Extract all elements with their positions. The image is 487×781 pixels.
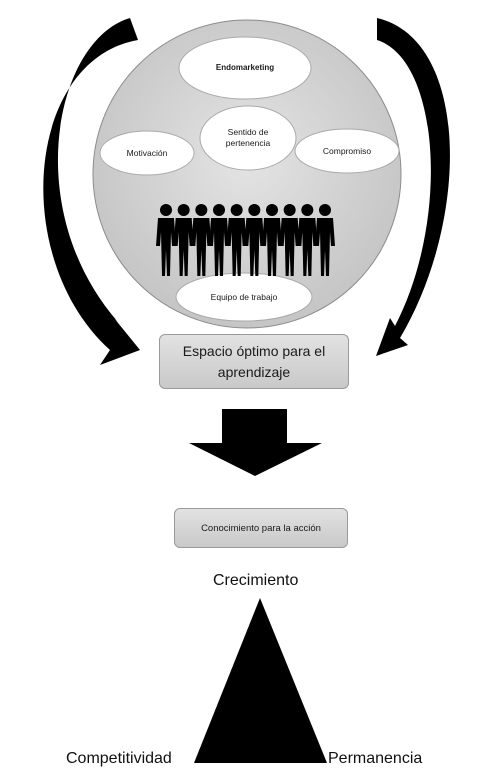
left-curved-arrow	[43, 18, 140, 365]
learning-space-box: Espacio óptimo para el aprendizaje	[159, 334, 349, 389]
label-endomarketing: Endomarketing	[215, 62, 275, 72]
person-silhouette	[262, 204, 282, 276]
growth-triangle	[194, 598, 327, 763]
label-crecimiento: Crecimiento	[213, 572, 299, 589]
person-silhouette	[226, 204, 247, 276]
person-silhouette	[156, 204, 176, 276]
team-people-group	[156, 204, 335, 276]
oval-equipo	[175, 272, 313, 322]
oval-pertenencia	[199, 105, 297, 171]
person-silhouette	[209, 204, 229, 276]
label-motivacion: Motivación	[126, 148, 168, 158]
oval-compromiso	[294, 128, 400, 174]
oval-motivacion	[99, 130, 195, 176]
down-block-arrow	[189, 409, 322, 476]
person-silhouette	[191, 204, 212, 276]
person-silhouette	[173, 204, 194, 276]
label-competitividad: Competitividad	[66, 750, 172, 767]
label-equipo: Equipo de trabajo	[210, 292, 278, 302]
label-compromiso: Compromiso	[322, 146, 372, 156]
person-silhouette	[315, 204, 335, 276]
right-curved-arrow	[376, 18, 450, 356]
oval-endomarketing	[178, 36, 312, 100]
label-permanencia: Permanencia	[328, 750, 423, 767]
label-pertenencia: Sentido de pertenencia	[225, 127, 271, 148]
person-silhouette	[297, 204, 318, 276]
learning-space-label: Espacio óptimo para el aprendizaje	[182, 342, 326, 380]
person-silhouette	[279, 204, 300, 276]
person-silhouette	[244, 204, 265, 276]
knowledge-box: Conocimiento para la acción	[174, 508, 348, 548]
knowledge-label: Conocimiento para la acción	[201, 522, 321, 534]
